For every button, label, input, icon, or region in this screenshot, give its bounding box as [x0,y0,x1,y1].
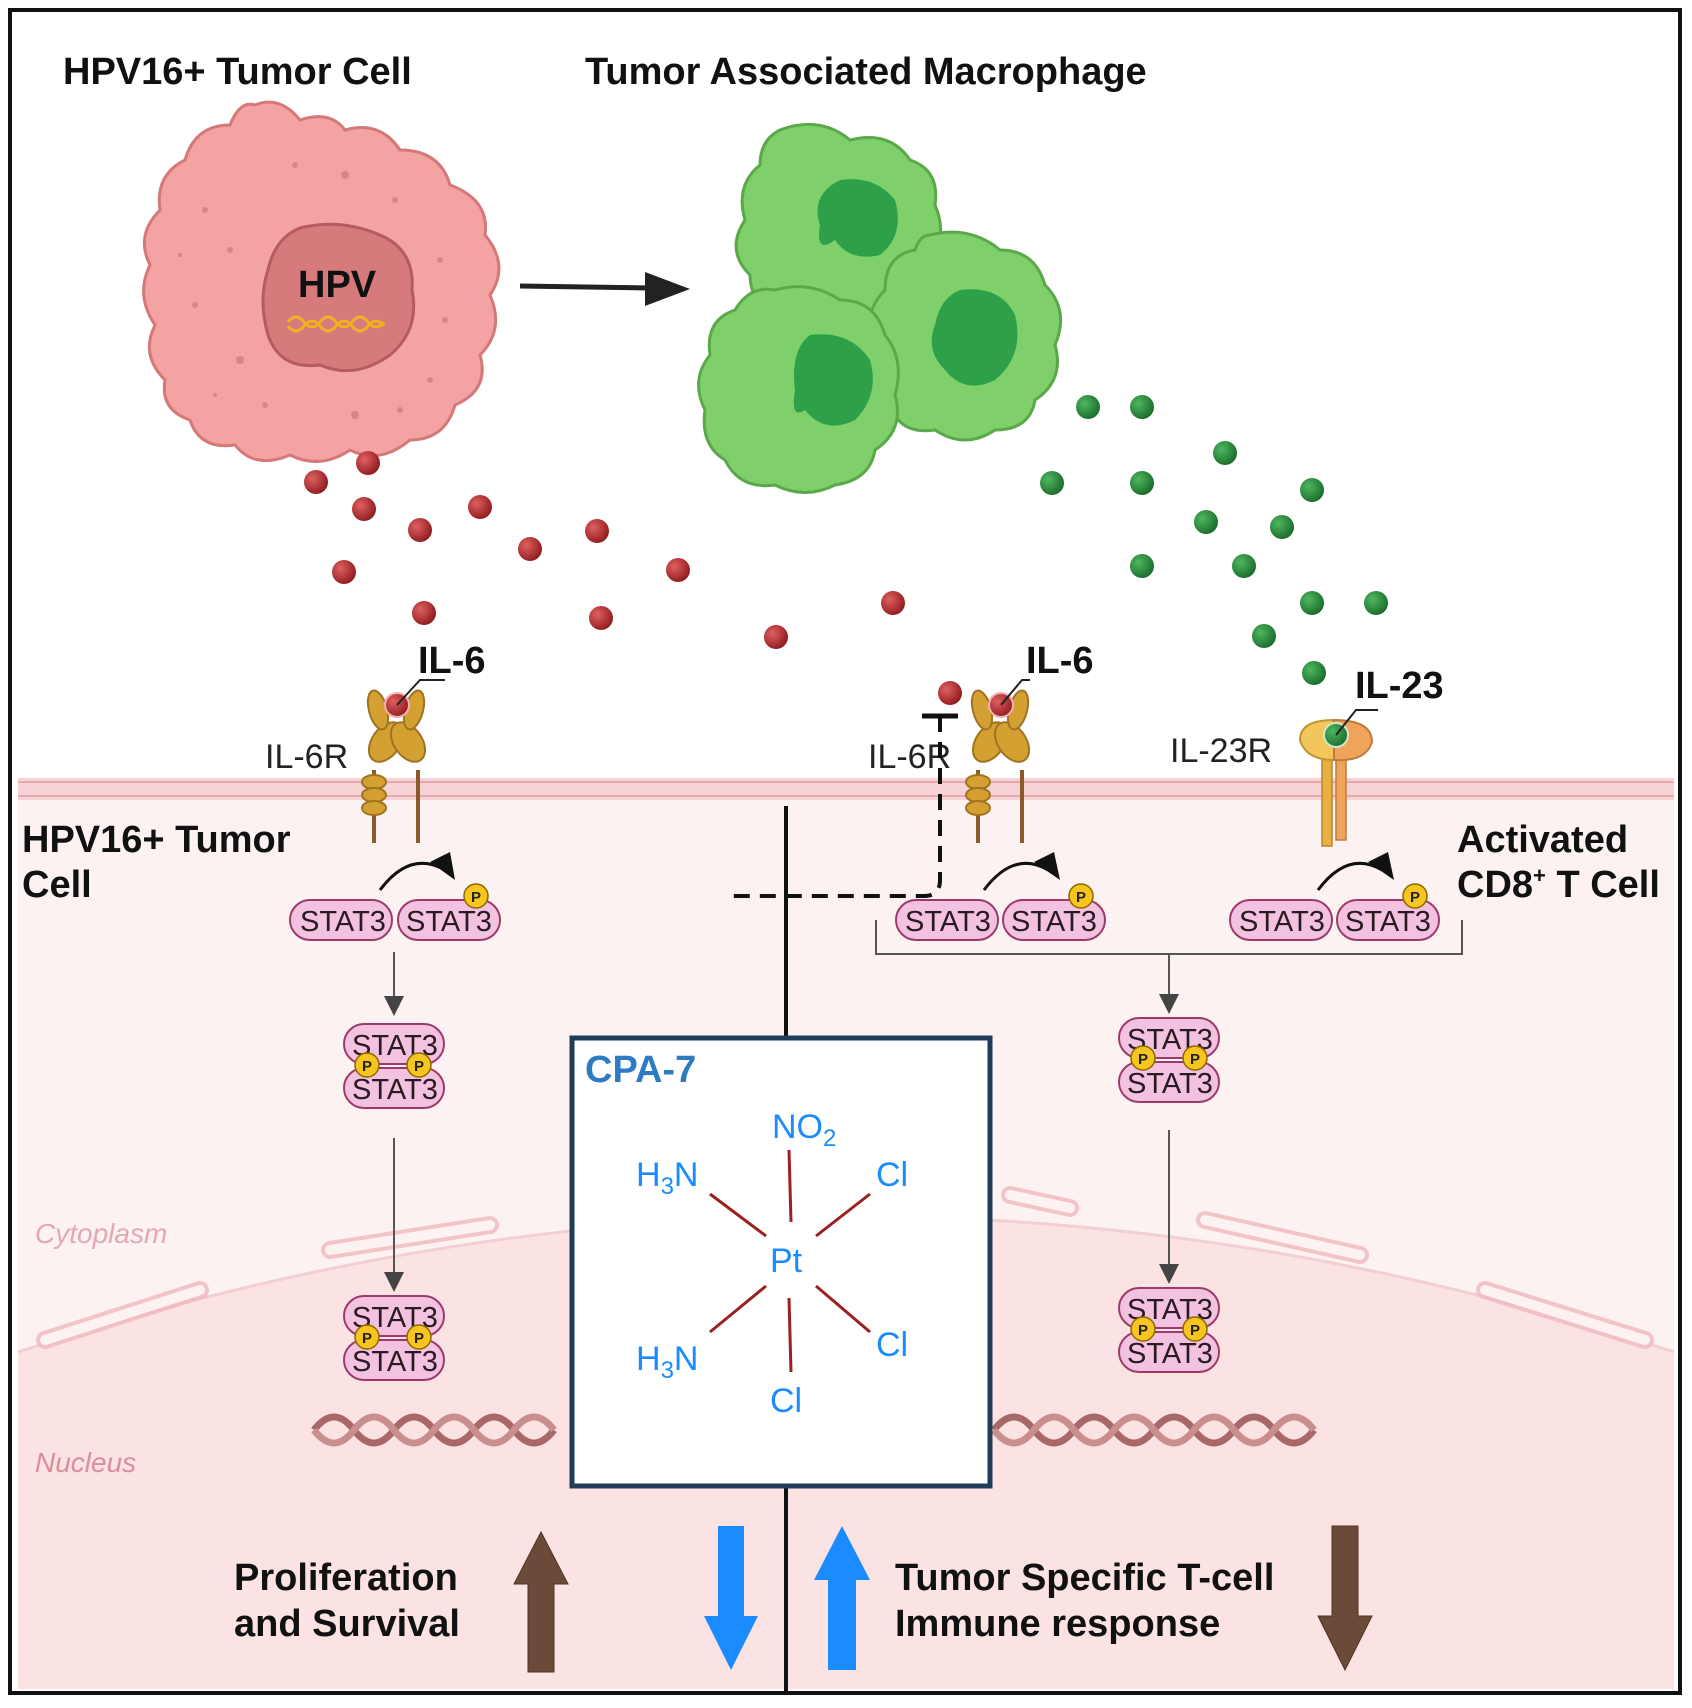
svg-text:STAT3: STAT3 [406,906,492,938]
cpa7-title: CPA-7 [585,1049,696,1091]
cpa7-bonds [709,1149,871,1373]
svg-text:STAT3: STAT3 [1011,906,1097,938]
svg-text:P: P [1138,1322,1148,1339]
svg-text:P: P [1190,1051,1200,1068]
svg-text:P: P [414,1058,424,1075]
il6-cytokines [304,451,962,705]
right-cell-label-line2: CD8+ T Cell [1457,863,1660,906]
left-cell-label-line1: HPV16+ Tumor [22,819,291,861]
svg-text:P: P [362,1058,372,1075]
svg-text:STAT3: STAT3 [300,906,386,938]
il6-label-right: IL-6 [1026,640,1094,682]
svg-text:STAT3: STAT3 [1127,1068,1213,1100]
cl-upper-right: Cl [876,1156,908,1194]
stat3-dimer-right-nucleus: STAT3 STAT3 P P [1118,1287,1220,1373]
left-cell-label-line2: Cell [22,864,92,906]
no2-group: NO2 [772,1108,836,1152]
outcome-right-line1: Tumor Specific T-cell [895,1557,1274,1599]
arrow-down-cpa7-left-icon [704,1526,758,1670]
stat3-pair-right-il6: STAT3 STAT3 P [895,883,1106,941]
cytoplasm-label: Cytoplasm [35,1218,167,1249]
arrow-up-proliferation-icon [513,1530,569,1673]
dna-left [311,1413,557,1447]
svg-text:P: P [1076,889,1086,906]
arrow-up-cpa7-right-icon [814,1526,870,1670]
svg-text:STAT3: STAT3 [905,906,991,938]
stat3-dimer-left-nucleus: STAT3 STAT3 P P [343,1295,445,1381]
dna-right [991,1413,1317,1447]
il23r-receptor [1298,709,1378,847]
il23r-label: IL-23R [1170,732,1272,770]
svg-text:P: P [362,1330,372,1347]
il6-label-left: IL-6 [418,640,486,682]
stat3-dimer-right-cytoplasm: STAT3 STAT3 P P [1118,1017,1220,1103]
il6r-receptor-left [361,679,445,843]
outcome-right-line2: Immune response [895,1603,1220,1645]
svg-text:P: P [414,1330,424,1347]
stat3-pair-right-il23: STAT3 STAT3 P [1229,883,1440,941]
svg-text:STAT3: STAT3 [1239,906,1325,938]
svg-text:P: P [1138,1051,1148,1068]
pt-atom: Pt [770,1242,803,1280]
svg-text:STAT3: STAT3 [1127,1338,1213,1370]
outcome-left-line1: Proliferation [234,1557,458,1599]
svg-text:STAT3: STAT3 [352,1074,438,1106]
il6r-label-right: IL-6R [868,738,951,776]
cell-membrane [18,778,1674,800]
macrophage-title: Tumor Associated Macrophage [585,51,1147,93]
svg-text:P: P [1190,1322,1200,1339]
right-cell-label-line1: Activated [1457,819,1628,861]
il23-label: IL-23 [1355,665,1444,707]
arrow-down-immune-icon [1317,1525,1373,1672]
nh3-upper: H3N [636,1156,698,1200]
stat3-pair-left: STAT3 STAT3 P [289,883,501,941]
outcome-left-line2: and Survival [234,1603,460,1645]
svg-text:P: P [1410,889,1420,906]
cpa7-box [569,1035,993,1489]
nucleus-label: Nucleus [35,1447,136,1478]
stat3-dimer-left-cytoplasm: STAT3 STAT3 P P [343,1023,445,1109]
tumor-cell-icon: HPV [142,100,501,463]
svg-text:STAT3: STAT3 [352,1346,438,1378]
nh3-lower: H3N [636,1340,698,1384]
svg-text:STAT3: STAT3 [1345,906,1431,938]
il6r-receptor-right [965,679,1031,843]
cl-lower-right: Cl [876,1326,908,1364]
svg-text:P: P [471,889,481,906]
hpv-label: HPV [298,264,377,306]
cl-bottom: Cl [770,1382,802,1420]
il23-cytokines [1040,395,1388,685]
tumor-cell-title: HPV16+ Tumor Cell [63,51,412,93]
il6r-label-left: IL-6R [265,738,348,776]
